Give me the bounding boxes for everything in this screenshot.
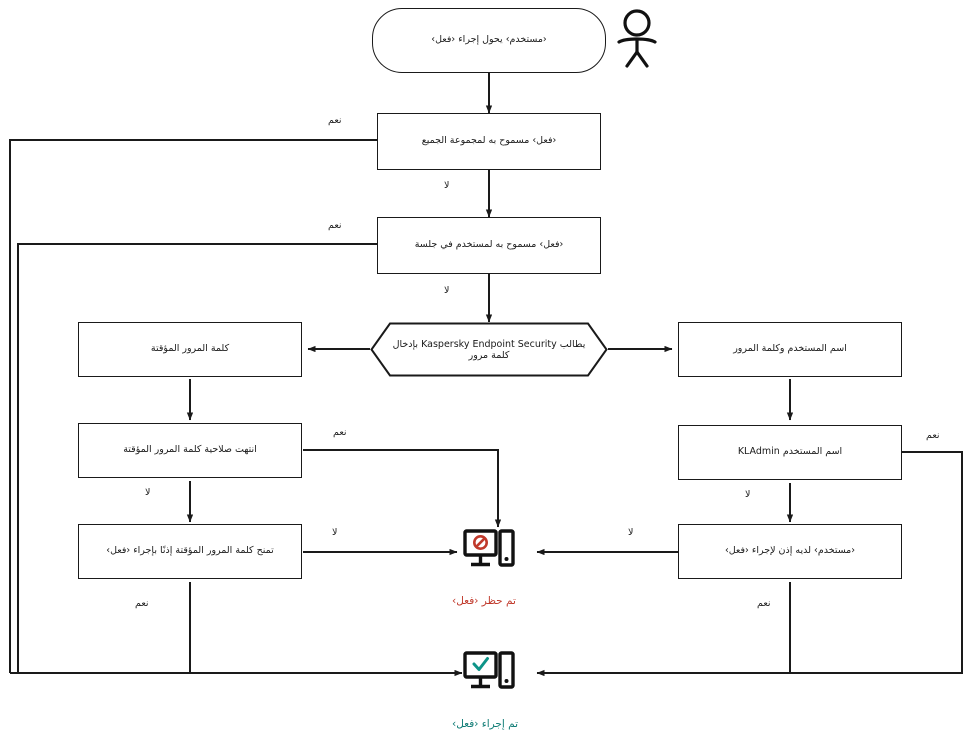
node-temp-password-expired[interactable]: انتهت صلاحية كلمة المرور المؤقتة (78, 423, 302, 478)
node-temp-password[interactable]: كلمة المرور المؤقتة (78, 322, 302, 377)
node-allowed-session[interactable]: ‹فعل› مسموح به لمستخدم في جلسة (377, 217, 601, 274)
edge-label-yes-session: نعم (328, 220, 342, 231)
blocked-caption: تم حظر ‹فعل› (452, 595, 516, 607)
user-actor-icon (617, 9, 657, 68)
node-password-prompt[interactable]: يطالب Kaspersky Endpoint Security بإدخال… (370, 322, 608, 377)
node-kladmin-username[interactable]: اسم المستخدم KLAdmin (678, 425, 902, 480)
edge-label-yes-everyone: نعم (328, 115, 342, 126)
node-username-password[interactable]: اسم المستخدم وكلمة المرور (678, 322, 902, 377)
node-password-prompt-label: يطالب Kaspersky Endpoint Security بإدخال… (392, 338, 586, 361)
node-temp-password-expired-label: انتهت صلاحية كلمة المرور المؤقتة (123, 444, 257, 456)
node-temp-password-label: كلمة المرور المؤقتة (150, 343, 230, 355)
allowed-device-icon (463, 651, 515, 689)
edge-label-no-everyone: لا (444, 180, 450, 191)
edge-label-yes-grants: نعم (135, 598, 149, 609)
edge-label-no-permission: لا (628, 527, 634, 538)
node-kladmin-username-label: اسم المستخدم KLAdmin (737, 446, 843, 458)
hexagon-shape (370, 322, 608, 377)
node-allowed-session-label: ‹فعل› مسموح به لمستخدم في جلسة (414, 239, 564, 251)
edge-label-no-kladmin: لا (745, 489, 751, 500)
node-temp-password-grants[interactable]: تمنح كلمة المرور المؤقتة إذنًا بإجراء ‹ف… (78, 524, 302, 579)
edge-label-no-session: لا (444, 285, 450, 296)
node-user-has-permission-label: ‹مستخدم› لديه إذن لإجراء ‹فعل› (724, 545, 856, 557)
blocked-device-icon (463, 529, 515, 567)
node-start-label: ‹مستخدم› يحول إجراء ‹فعل› (431, 34, 547, 46)
done-caption: تم إجراء ‹فعل› (452, 718, 519, 730)
node-start[interactable]: ‹مستخدم› يحول إجراء ‹فعل› (372, 8, 606, 73)
node-user-has-permission[interactable]: ‹مستخدم› لديه إذن لإجراء ‹فعل› (678, 524, 902, 579)
edge-label-yes-expired: نعم (333, 427, 347, 438)
node-username-password-label: اسم المستخدم وكلمة المرور (733, 343, 847, 355)
edge-label-yes-kladmin: نعم (926, 430, 940, 441)
edge-label-yes-permission: نعم (757, 598, 771, 609)
node-temp-password-grants-label: تمنح كلمة المرور المؤقتة إذنًا بإجراء ‹ف… (106, 545, 274, 557)
edge-label-no-grants: لا (332, 527, 338, 538)
node-allowed-everyone-label: ‹فعل› مسموح به لمجموعة الجميع (421, 135, 557, 147)
edge-label-no-expired: لا (145, 487, 151, 498)
node-allowed-everyone[interactable]: ‹فعل› مسموح به لمجموعة الجميع (377, 113, 601, 170)
